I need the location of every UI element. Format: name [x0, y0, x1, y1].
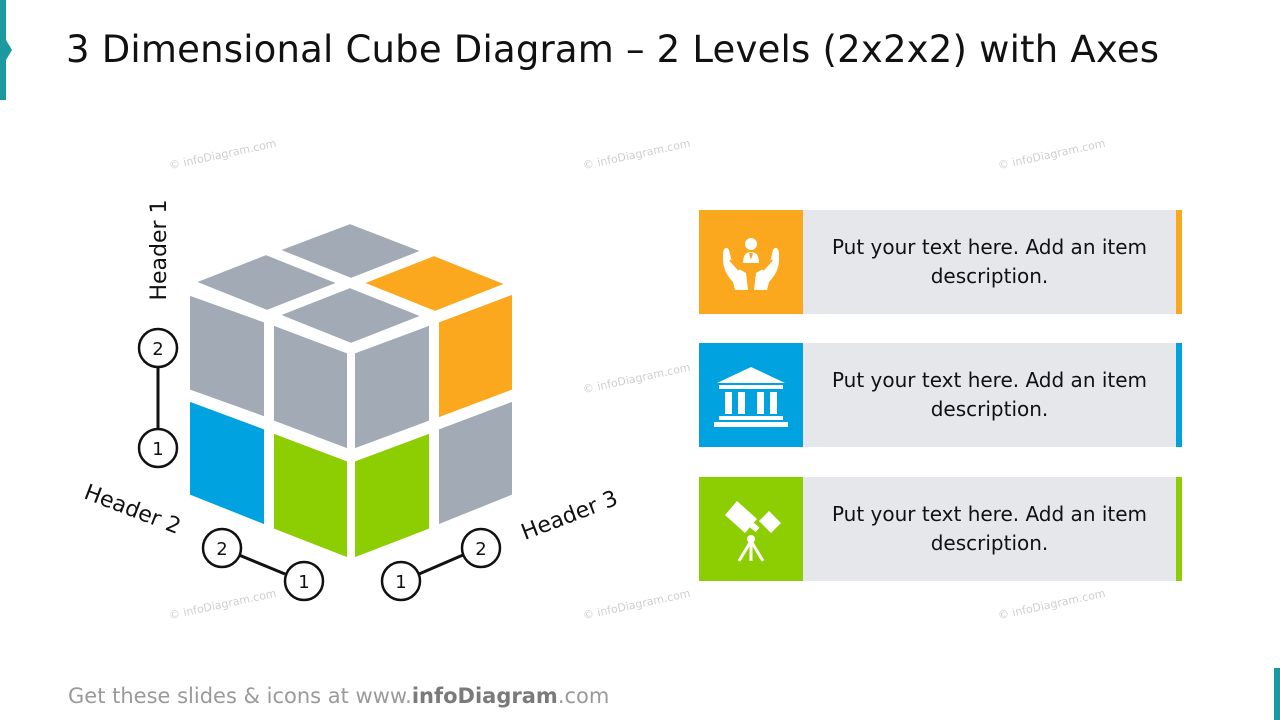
cube-tile-top-back	[274, 220, 427, 282]
cube-tile-right-top-front	[351, 321, 433, 453]
cube-tile-right-top-back	[435, 290, 516, 422]
axis-level-label: 2	[152, 339, 163, 360]
axis-level-marker	[137, 427, 179, 469]
cube-left-face	[186, 291, 351, 562]
axis-level-marker	[460, 527, 502, 569]
item-card: Put your text here. Add an item descript…	[699, 477, 1182, 581]
item-color-box	[699, 477, 803, 581]
cube-tile-top-left	[190, 251, 343, 314]
axis-level-label: 1	[298, 572, 309, 593]
axis-level-label: 2	[475, 539, 486, 560]
axis-label-header-1: Header 1	[147, 199, 172, 300]
left-accent-bar	[0, 0, 12, 100]
slide-title: 3 Dimensional Cube Diagram – 2 Levels (2…	[66, 28, 1160, 71]
axis-level-marker	[380, 560, 422, 602]
cube-diagram: Header 1 2 1 Header 2 2 1 Header 3 1 2	[81, 199, 621, 602]
footer-prefix: Get these slides & icons at www.	[68, 684, 412, 708]
item-card: Put your text here. Add an item descript…	[699, 343, 1182, 447]
item-description: Put your text here. Add an item descript…	[831, 502, 1148, 555]
cube-tile-left-bottom-front	[270, 429, 351, 562]
footer-credit[interactable]: Get these slides & icons at www.infoDiag…	[68, 684, 609, 708]
hands-holding-person-icon	[723, 238, 779, 290]
right-accent-bar	[1274, 668, 1280, 720]
axis-level-marker	[283, 560, 325, 602]
footer-suffix: .com	[557, 684, 610, 708]
bank-building-icon	[714, 367, 788, 427]
cube-right-face	[351, 290, 516, 562]
cube-tile-left-top-front	[270, 321, 351, 453]
item-color-edge	[1176, 477, 1182, 581]
cube-tile-top-front	[274, 284, 427, 347]
item-text-background	[803, 343, 1176, 447]
axis-level-label: 1	[395, 572, 406, 593]
watermark: © infoDiagram.com	[996, 586, 1107, 623]
axis-header-1: Header 1 2 1	[137, 199, 179, 469]
item-card: Put your text here. Add an item descript…	[699, 210, 1182, 314]
footer-brand: infoDiagram	[411, 684, 558, 708]
item-text-background	[803, 210, 1176, 314]
cube-tile-right-bottom-front	[351, 429, 433, 562]
axis-label-header-3: Header 3	[518, 486, 621, 546]
item-color-edge	[1176, 343, 1182, 447]
axis-level-label: 1	[152, 439, 163, 460]
axis-level-label: 2	[216, 539, 227, 560]
item-text-background	[803, 477, 1176, 581]
cube-top-face	[190, 220, 511, 347]
watermark: © infoDiagram.com	[996, 136, 1107, 173]
axis-level-marker	[137, 327, 179, 369]
item-color-box	[699, 343, 803, 447]
axis-label-header-2: Header 2	[81, 480, 184, 540]
axis-level-marker	[201, 527, 243, 569]
item-description: Put your text here. Add an item descript…	[831, 235, 1148, 288]
cube-tile-left-top-back	[186, 291, 268, 421]
item-color-edge	[1176, 210, 1182, 314]
item-description: Put your text here. Add an item descript…	[831, 368, 1148, 421]
cube-tile-right-bottom-back	[435, 397, 516, 529]
cube-tile-top-right	[358, 252, 511, 315]
cube-tile-left-bottom-back	[186, 397, 268, 529]
telescope-icon	[725, 501, 781, 562]
